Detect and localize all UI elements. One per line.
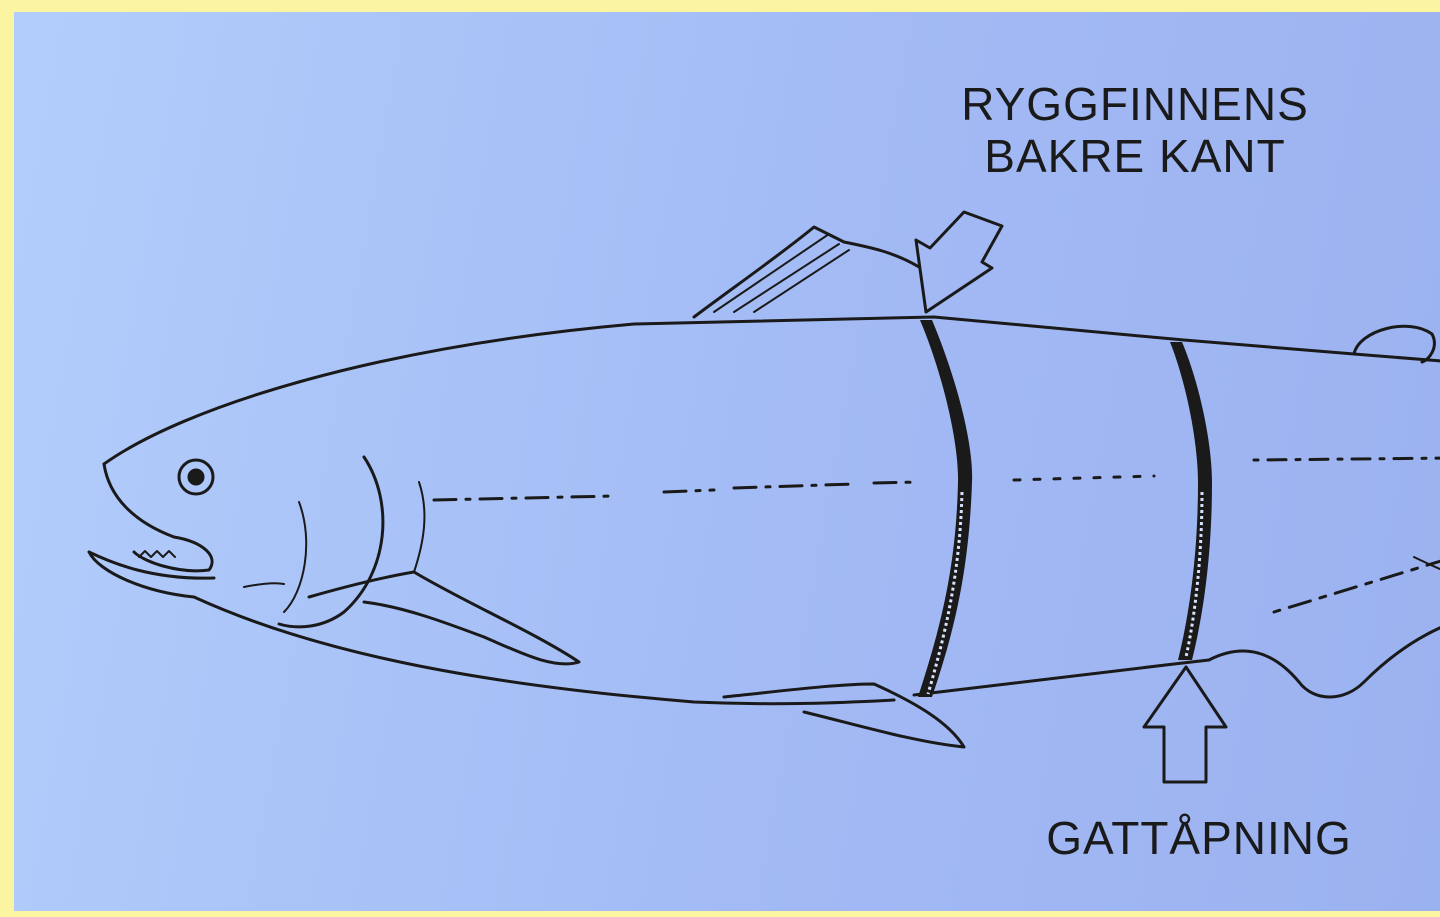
fish-belly-outline <box>194 597 894 704</box>
dorsal-label-line1: RYGGFINNENS <box>919 78 1351 130</box>
lower-jaw <box>89 552 214 597</box>
vent-cut-band <box>1170 342 1212 660</box>
vent-label: GATTÅPNING <box>999 812 1399 864</box>
tail-lower <box>1209 622 1440 697</box>
dorsal-arrow-icon <box>916 212 1002 312</box>
lateral-line <box>434 482 919 500</box>
dorsal-cut-band <box>918 320 972 697</box>
vent-arrow-icon <box>1144 667 1226 782</box>
dorsal-label-line2: BAKRE KANT <box>919 130 1351 182</box>
dorsal-fin-label: RYGGFINNENS BAKRE KANT <box>919 78 1351 182</box>
teeth <box>139 551 175 557</box>
fish-belly-rear <box>914 660 1209 695</box>
fish-snout <box>104 464 174 537</box>
fish-back-outline <box>104 317 1440 464</box>
